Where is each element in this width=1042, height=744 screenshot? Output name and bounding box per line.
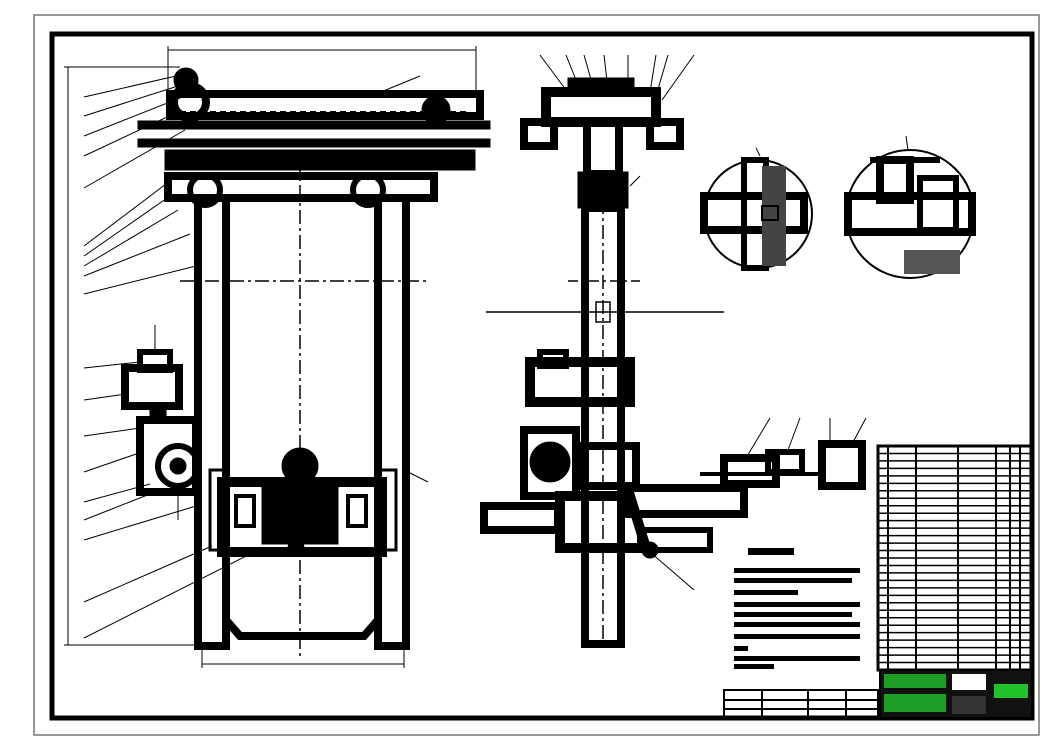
side-view <box>480 54 867 650</box>
technical-notes <box>734 548 860 669</box>
front-view <box>64 46 491 668</box>
detail-circle-b <box>844 135 976 279</box>
title-block <box>723 669 1033 719</box>
outer-sheet-border <box>33 14 1040 736</box>
drawing-frame <box>49 31 1035 721</box>
detail-circle-a <box>700 147 813 271</box>
parts-list <box>876 444 1034 672</box>
